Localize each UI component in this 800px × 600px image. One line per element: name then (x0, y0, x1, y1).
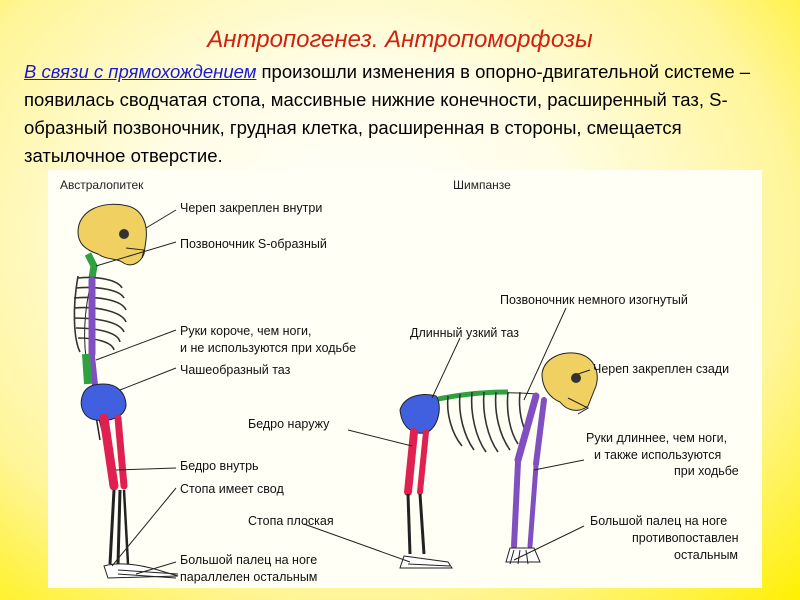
label-bowl-pelvis: Чашеобразный таз (180, 363, 291, 377)
skeleton-comparison-figure: Австралопитек Шимпанзе (48, 170, 762, 588)
chimpanzee-forearm (511, 459, 521, 549)
chimpanzee-header: Шимпанзе (453, 178, 511, 192)
chimpanzee-tibia (406, 493, 426, 555)
chimpanzee-pelvis (399, 394, 440, 434)
label-arms-shorter-1: Руки короче, чем ноги, (180, 324, 312, 338)
australopithecus-pelvis (80, 383, 127, 421)
slide-text: В связи с прямохождением произошли измен… (24, 58, 779, 170)
australopithecus-pointers (95, 209, 177, 575)
label-long-narrow-pelvis: Длинный узкий таз (410, 326, 519, 340)
skeleton-diagram: Австралопитек Шимпанзе (60, 178, 739, 584)
chimpanzee-pointers (303, 307, 591, 563)
label-skull-back: Череп закреплен сзади (593, 362, 729, 376)
australopithecus-tibia (108, 489, 122, 565)
label-flat-foot: Стопа плоская (248, 514, 334, 528)
chimpanzee-skeleton (399, 352, 598, 569)
australopithecus-spine (84, 252, 98, 279)
chimpanzee-ribcage (446, 391, 529, 453)
australopithecus-femur (99, 413, 119, 491)
label-arms-longer-2: и также используются (594, 448, 721, 462)
label-big-toe-opposed-3: остальным (674, 548, 738, 562)
lead-link[interactable]: В связи с прямохождением (24, 61, 257, 82)
label-spine-slightly-curved: Позвоночник немного изогнутый (500, 293, 688, 307)
australopithecus-skull (77, 203, 147, 266)
chimpanzee-humerus (514, 392, 540, 464)
label-femur-inward: Бедро внутрь (180, 459, 259, 473)
label-arms-shorter-2: и не используются при ходьбе (180, 341, 356, 355)
slide-title: Антропогенез. Антропоморфозы (207, 26, 593, 53)
label-spine-s-shaped: Позвоночник S-образный (180, 237, 327, 251)
chimpanzee-femur (404, 428, 418, 496)
label-big-toe-parallel-2: параллелен остальным (180, 570, 317, 584)
label-big-toe-opposed-2: противопоставлен (632, 531, 739, 545)
label-arms-longer-1: Руки длиннее, чем ноги, (586, 431, 727, 445)
label-big-toe-parallel-1: Большой палец на ноге (180, 553, 317, 567)
australopithecus-skeleton (73, 203, 179, 579)
body-text: произошли изменения в опорно-двигательно… (24, 61, 751, 166)
label-arched-foot: Стопа имеет свод (180, 482, 284, 496)
label-femur-outward: Бедро наружу (248, 417, 330, 431)
chimpanzee-skull (541, 352, 598, 411)
label-big-toe-opposed-1: Большой палец на ноге (590, 514, 727, 528)
australopithecus-ribcage (73, 275, 127, 353)
label-skull-inside: Череп закреплен внутри (180, 201, 322, 215)
label-arms-longer-3: при ходьбе (674, 464, 739, 478)
australopithecus-header: Австралопитек (60, 178, 144, 192)
